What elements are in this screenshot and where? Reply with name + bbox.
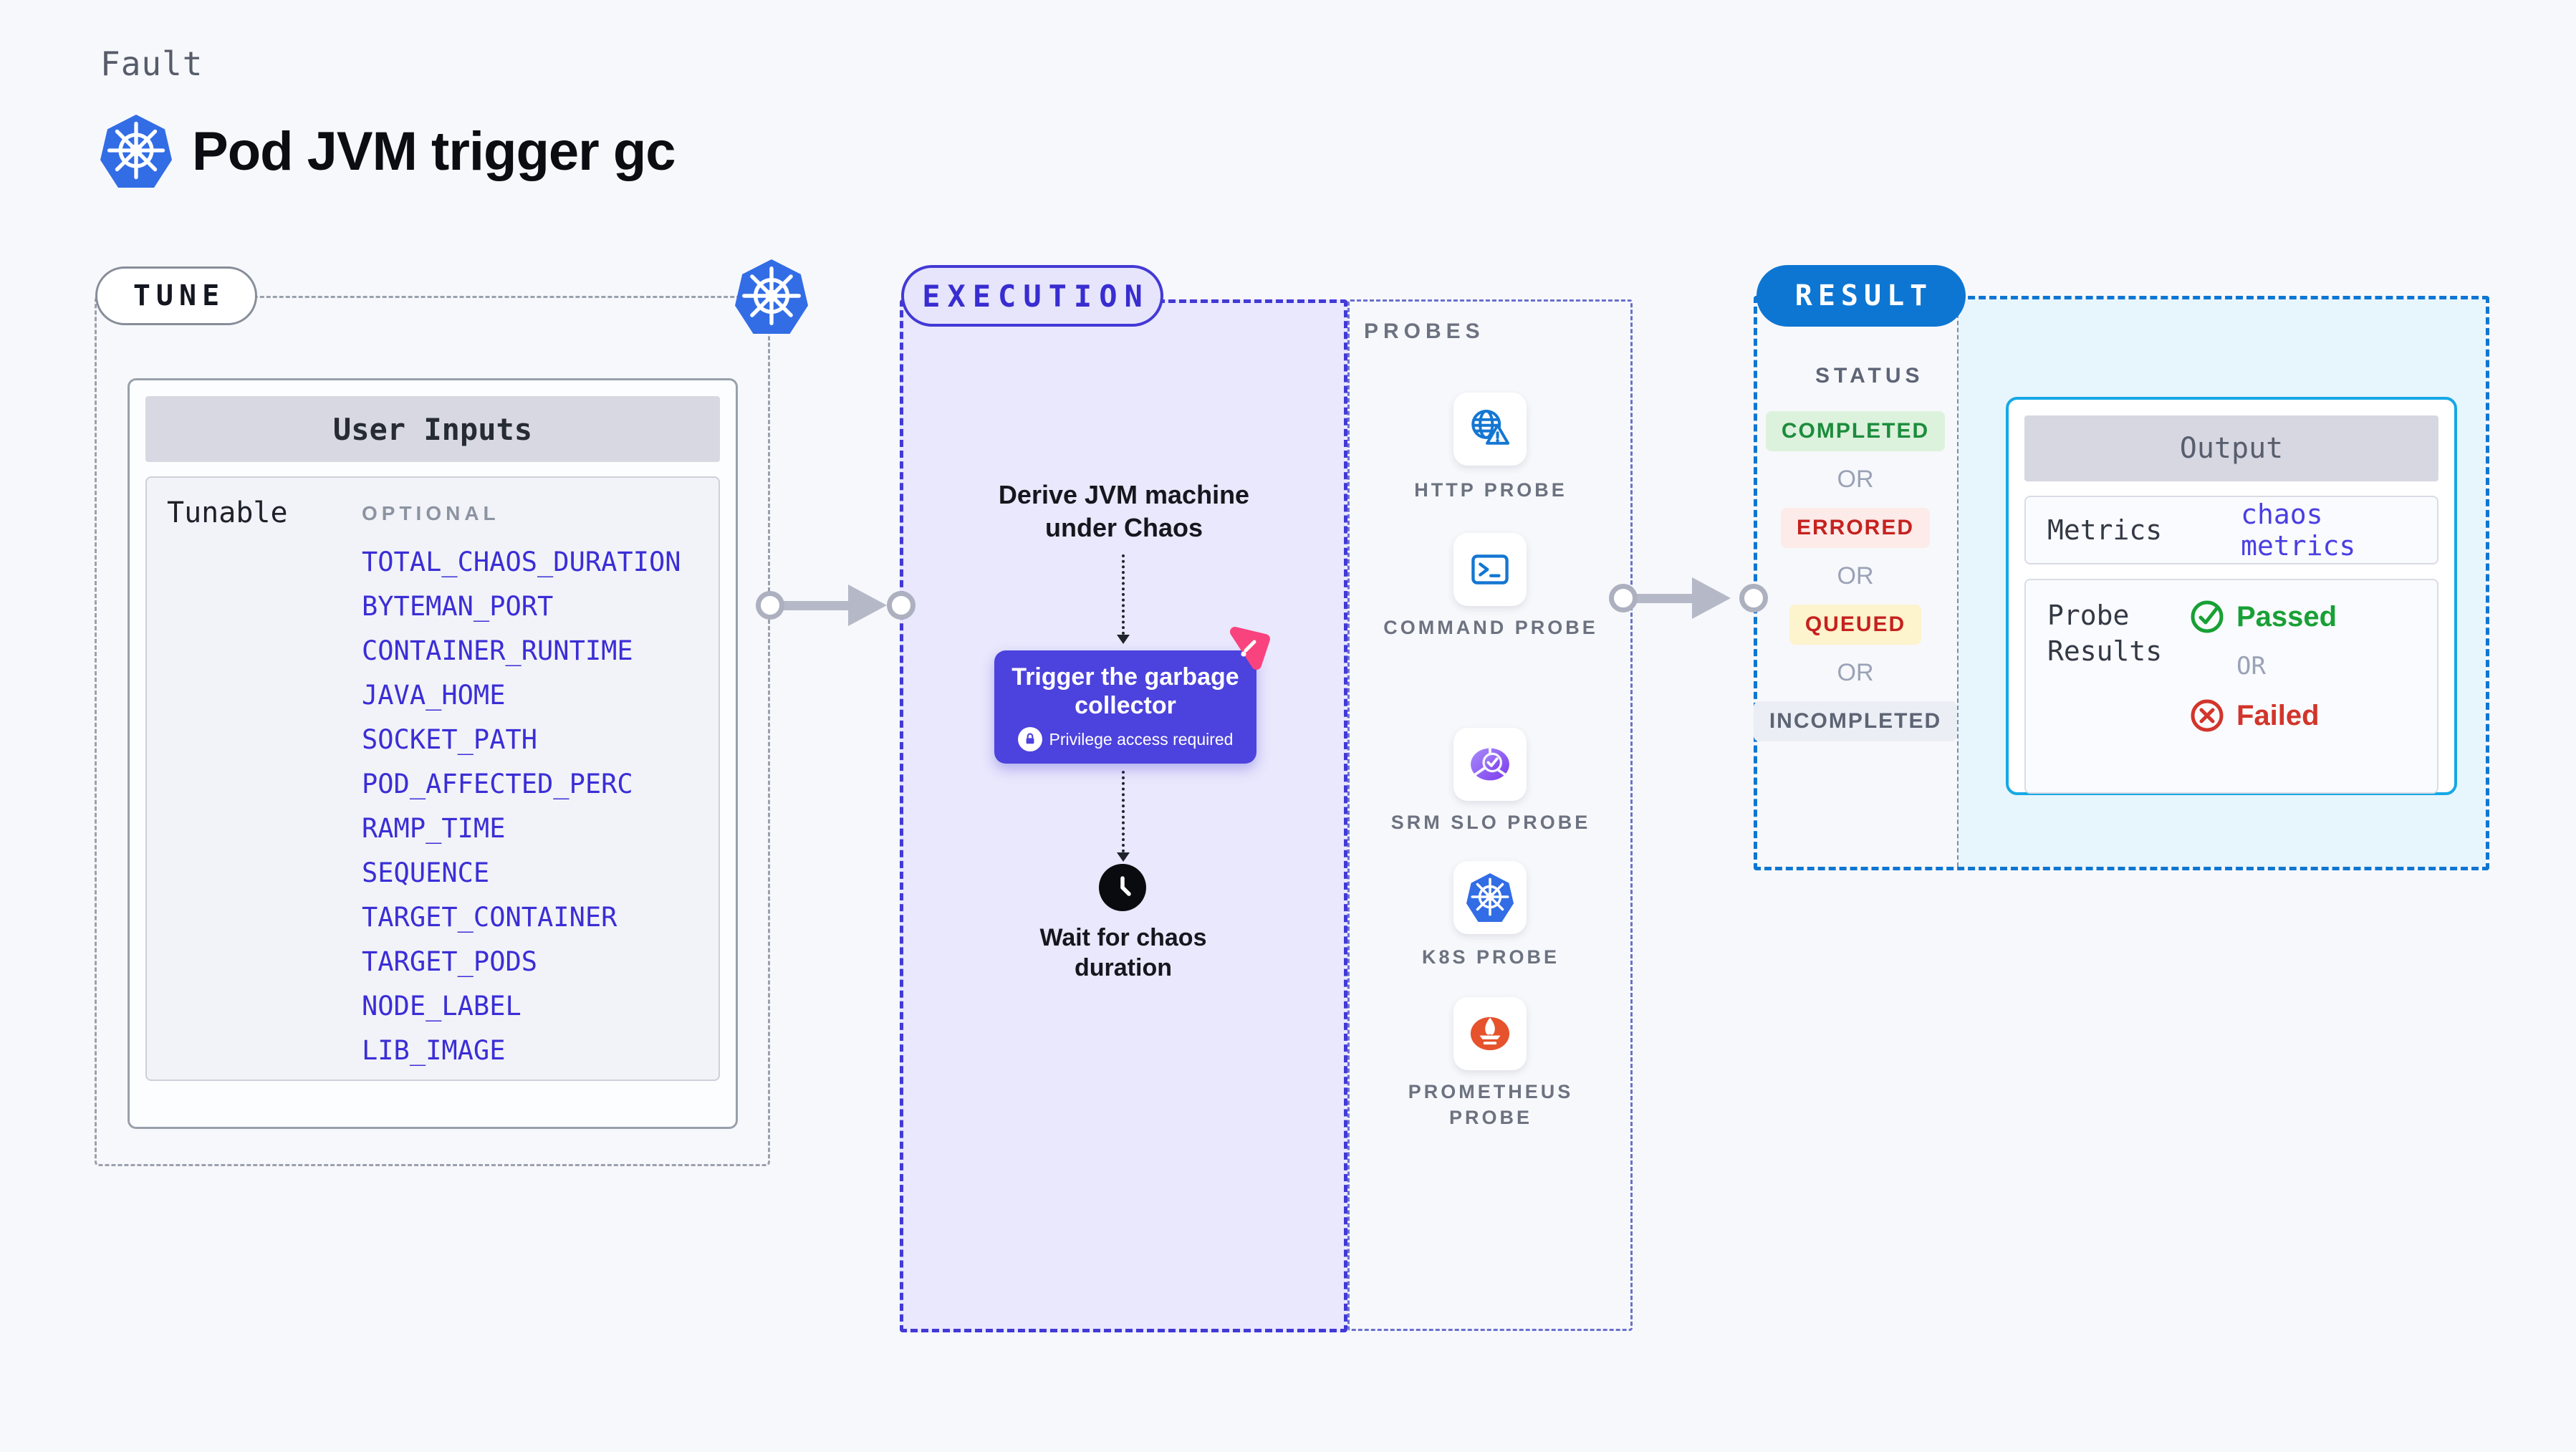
passed-label: Passed — [2236, 600, 2337, 633]
status-badge-incompleted: INCOMPLETED — [1753, 701, 1958, 741]
trigger-gc-label: Trigger the garbage collector — [1011, 663, 1239, 719]
fault-eyebrow: Fault — [100, 44, 203, 83]
tunable-item[interactable]: SEQUENCE — [362, 857, 490, 888]
kubernetes-icon — [1466, 873, 1514, 922]
output-card: Output Metrics chaos metrics Probe Resul… — [2006, 397, 2457, 795]
tunable-item[interactable]: TOTAL_CHAOS_DURATION — [362, 547, 681, 577]
probes-section-box — [1347, 299, 1633, 1331]
k8s-probe-card[interactable] — [1453, 861, 1527, 934]
trigger-gc-node[interactable]: Trigger the garbage collector Privilege … — [994, 650, 1256, 764]
user-inputs-header: User Inputs — [145, 396, 720, 462]
tunable-item[interactable]: TARGET_PODS — [362, 946, 538, 977]
status-title: STATUS — [1815, 364, 1924, 388]
arrow-right-icon — [848, 585, 887, 626]
probe-results-values: Passed OR Failed — [2189, 599, 2337, 734]
lock-icon — [1017, 727, 1042, 751]
kubernetes-icon — [735, 259, 808, 334]
x-circle-icon — [2191, 699, 2224, 732]
privilege-label: Privilege access required — [1049, 729, 1234, 749]
probe-results-row: Probe Results Passed OR Faile — [2024, 579, 2438, 794]
optional-column-label: OPTIONAL — [362, 502, 500, 524]
probe-label: K8S PROBE — [1421, 946, 1560, 968]
clock-icon — [1099, 864, 1146, 911]
title-row: Pod JVM trigger gc — [100, 115, 676, 188]
passed-row: Passed — [2189, 599, 2337, 635]
or-label: OR — [1837, 659, 1874, 686]
arrow-right-icon — [1692, 577, 1731, 619]
tunable-item[interactable]: NODE_LABEL — [362, 991, 522, 1021]
wait-duration-step-label: Wait for chaos duration — [1039, 924, 1207, 981]
result-section-box — [1754, 296, 2489, 870]
tunable-item[interactable]: BYTEMAN_PORT — [362, 591, 554, 622]
probe-results-label: Probe Results — [2047, 600, 2163, 667]
probe-label: SRM SLO PROBE — [1390, 812, 1591, 833]
tunable-list: TOTAL_CHAOS_DURATION BYTEMAN_PORT CONTAI… — [362, 547, 681, 1066]
check-circle-icon — [2191, 600, 2224, 633]
srm-slo-probe-card[interactable] — [1453, 728, 1527, 801]
dotted-connector — [1122, 771, 1125, 852]
tunable-item[interactable]: CONTAINER_RUNTIME — [362, 635, 633, 666]
slo-gauge-icon — [1471, 746, 1509, 781]
or-label: OR — [1837, 466, 1874, 493]
prometheus-probe-card[interactable] — [1453, 997, 1527, 1070]
metrics-row: Metrics chaos metrics — [2024, 496, 2438, 564]
tunable-item[interactable]: RAMP_TIME — [362, 813, 506, 844]
status-badge-completed: COMPLETED — [1765, 411, 1946, 451]
status-column: COMPLETED OR ERRORED OR QUEUED OR INCOMP… — [1753, 411, 1958, 741]
metrics-label: Metrics — [2047, 514, 2163, 546]
or-label: OR — [1837, 562, 1874, 590]
tunable-row-label: Tunable — [167, 496, 288, 529]
status-badge-queued: QUEUED — [1789, 605, 1922, 645]
globe-alert-icon — [1471, 409, 1510, 445]
or-label: OR — [2236, 652, 2266, 681]
probe-label: COMMAND PROBE — [1383, 617, 1598, 638]
derive-jvm-step-label: Derive JVM machine under Chaos — [998, 480, 1250, 542]
prometheus-icon — [1470, 1016, 1510, 1051]
metrics-value[interactable]: chaos metrics — [2241, 499, 2356, 562]
failed-label: Failed — [2236, 699, 2320, 731]
tunable-item[interactable]: JAVA_HOME — [362, 680, 506, 711]
dotted-connector — [1122, 554, 1125, 635]
probes-title: PROBES — [1364, 319, 1485, 343]
page-title: Pod JVM trigger gc — [192, 120, 676, 182]
terminal-icon — [1471, 554, 1509, 585]
execution-badge: EXECUTION — [901, 265, 1163, 327]
tunable-panel: Tunable OPTIONAL TOTAL_CHAOS_DURATION BY… — [145, 476, 720, 1081]
http-probe-card[interactable] — [1453, 393, 1527, 466]
user-inputs-card: User Inputs Tunable OPTIONAL TOTAL_CHAOS… — [128, 378, 738, 1129]
tunable-item[interactable]: POD_AFFECTED_PERC — [362, 769, 633, 799]
probe-label: HTTP PROBE — [1414, 479, 1567, 501]
tunable-item[interactable]: TARGET_CONTAINER — [362, 902, 617, 933]
tune-section-box — [95, 296, 770, 1166]
tunable-item[interactable]: LIB_IMAGE — [362, 1035, 506, 1066]
arrow-down-icon — [1117, 635, 1130, 644]
kubernetes-icon — [100, 115, 172, 188]
status-badge-errored: ERRORED — [1780, 508, 1930, 548]
command-probe-card[interactable] — [1453, 533, 1527, 606]
arrow-down-icon — [1117, 852, 1130, 862]
result-badge: RESULT — [1756, 265, 1966, 327]
tunable-item[interactable]: SOCKET_PATH — [362, 724, 538, 755]
privilege-row: Privilege access required — [1017, 727, 1234, 751]
tune-badge: TUNE — [95, 266, 257, 325]
chaos-fault-corner-icon — [1230, 627, 1270, 670]
output-header: Output — [2024, 415, 2438, 481]
probe-label: PROMETHEUS PROBE — [1408, 1081, 1574, 1128]
failed-row: Failed — [2189, 698, 2337, 734]
